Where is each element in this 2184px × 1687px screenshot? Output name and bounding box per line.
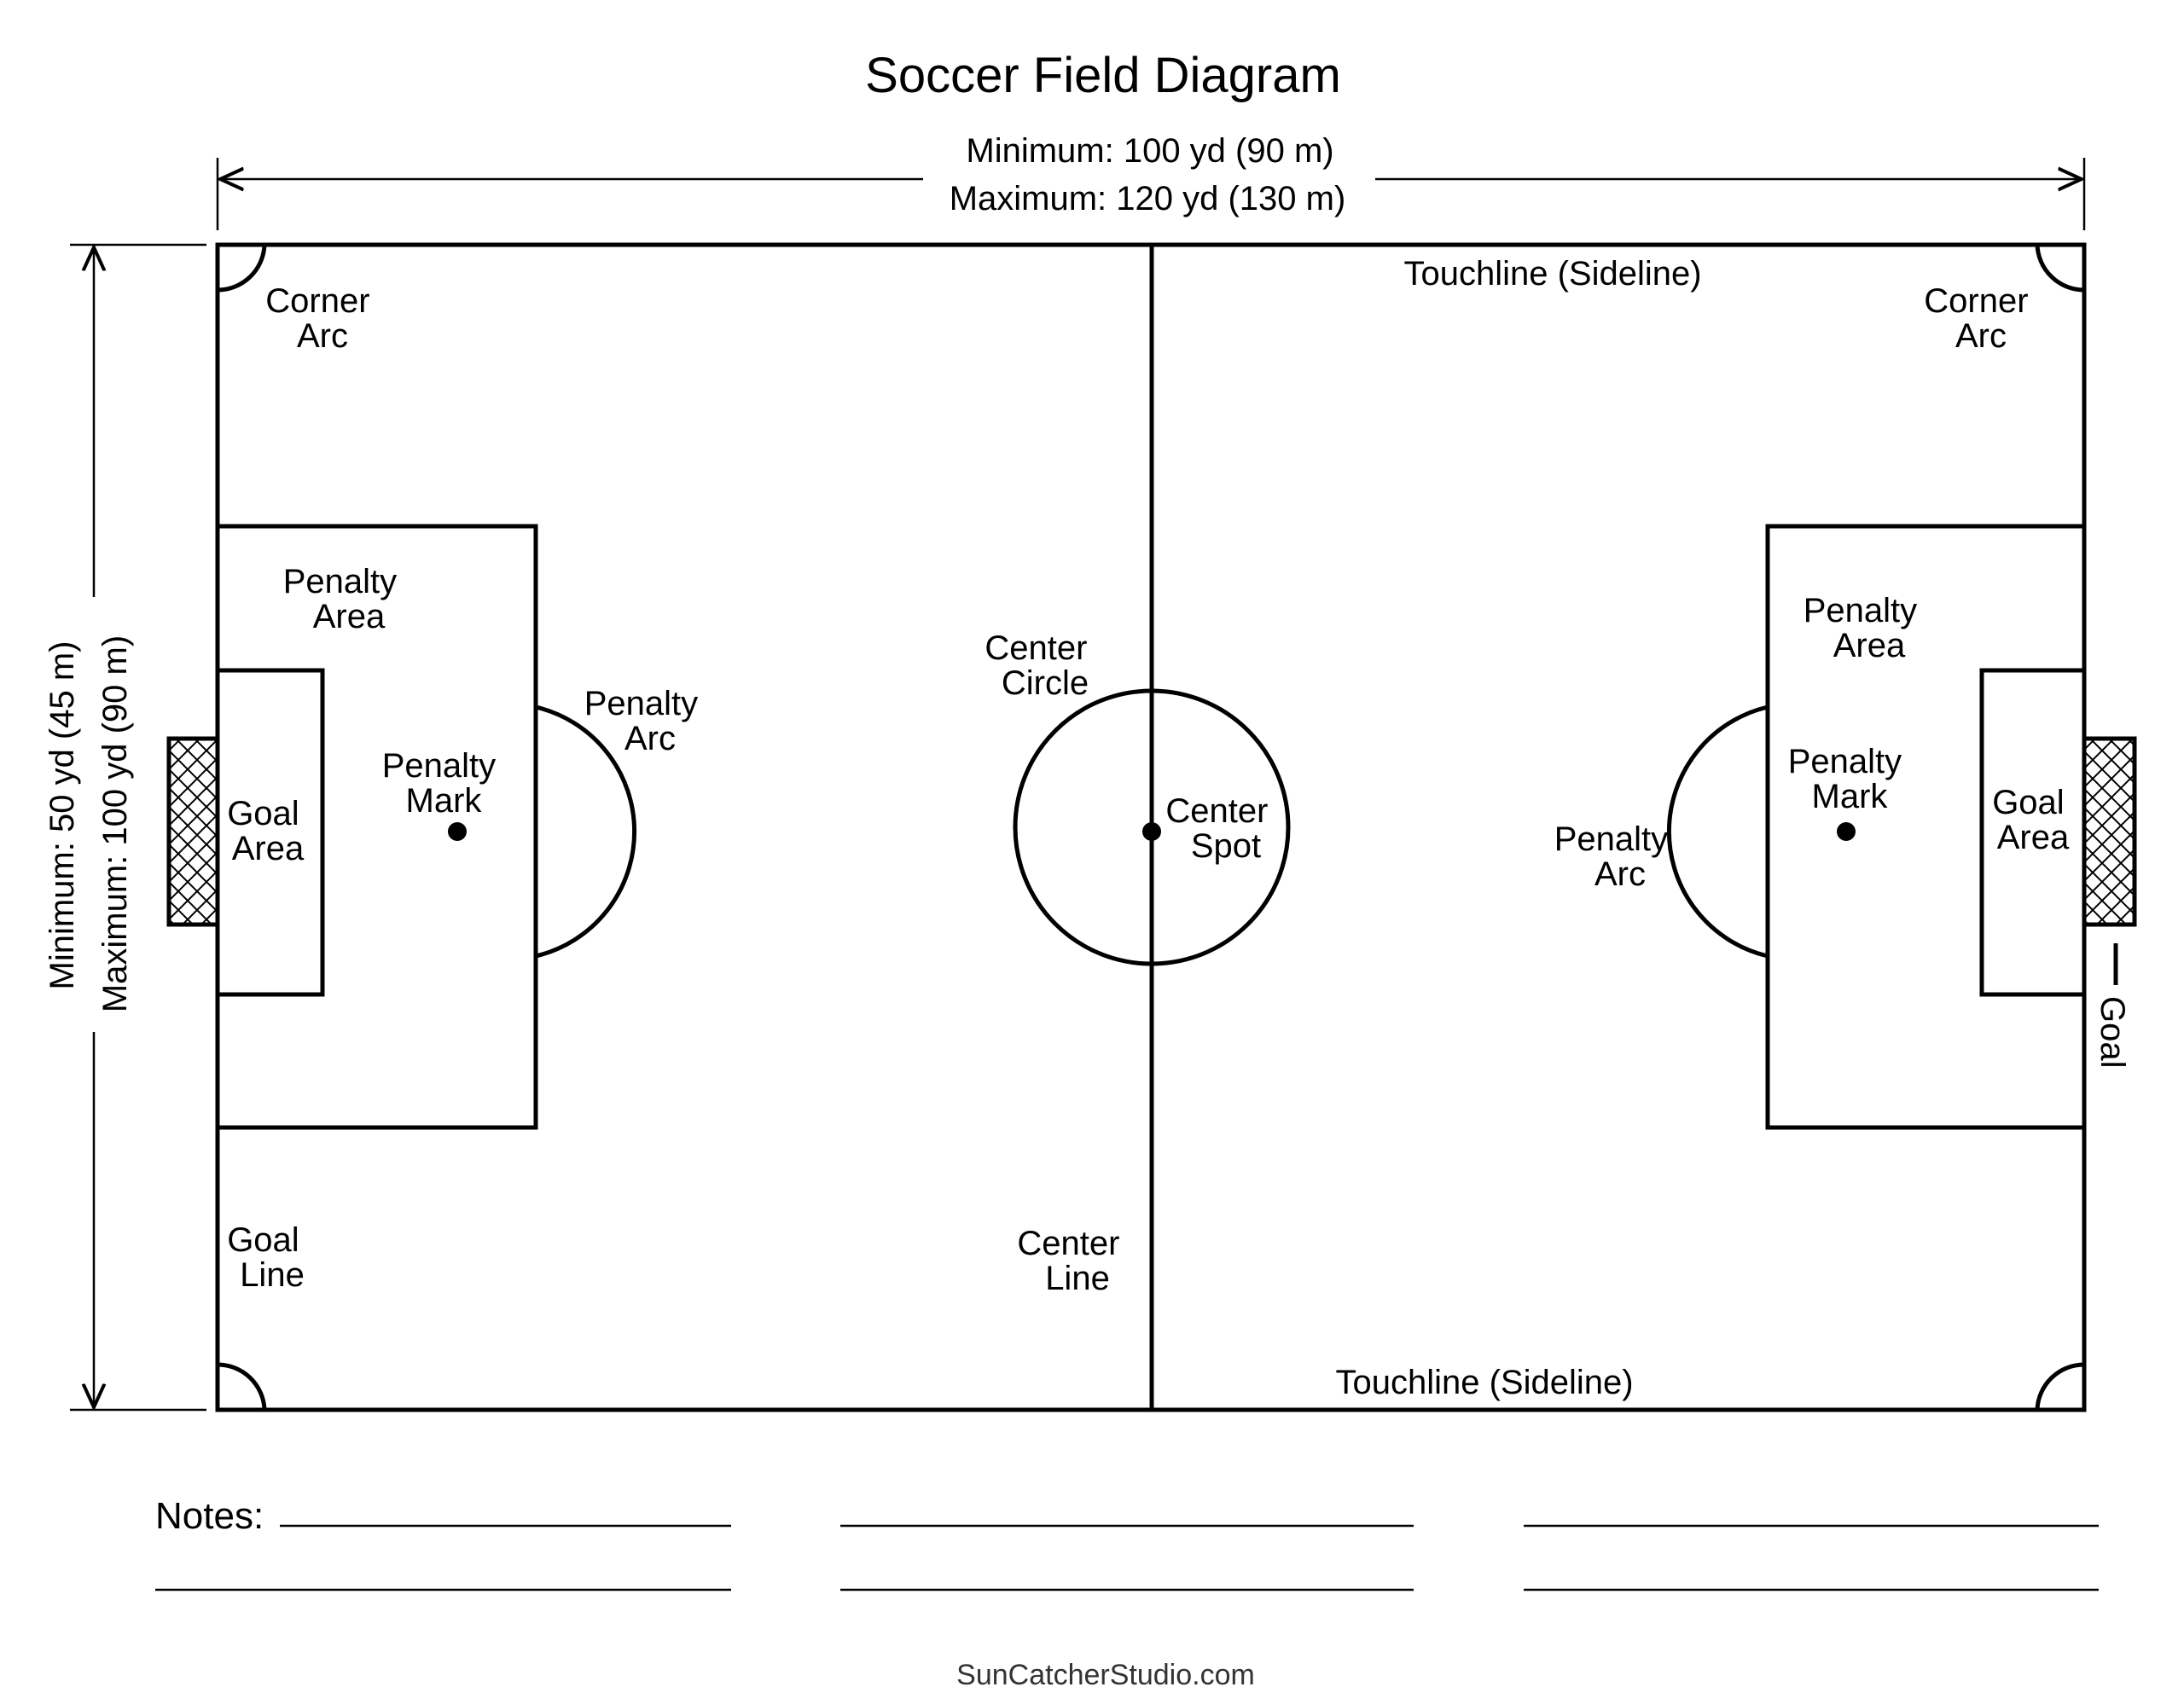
length-maximum: Maximum: 120 yd (130 m) [950, 180, 1346, 217]
width-maximum: Maximum: 100 yd (90 m) [96, 635, 134, 1012]
touchline-bottom-label: Touchline (Sideline) [1335, 1364, 1633, 1401]
penalty-area-right-label: Penalty Area [1804, 592, 1927, 664]
penalty-mark-left-label: Penalty Mark [382, 747, 506, 820]
penalty-mark-right-label: Penalty Mark [1788, 743, 1912, 815]
center-spot-label: Center Spot [1165, 792, 1277, 865]
penalty-mark-right [1837, 822, 1856, 841]
center-spot [1142, 822, 1161, 841]
length-minimum: Minimum: 100 yd (90 m) [966, 132, 1333, 170]
notes-label: Notes: [155, 1495, 264, 1537]
corner-arc-left-label: Corner Arc [265, 282, 379, 355]
penalty-area-left-label: Penalty Area [283, 563, 407, 635]
width-minimum: Minimum: 50 yd (45 m) [44, 641, 81, 990]
center-line-label: Center Line [1017, 1225, 1129, 1297]
penalty-arc-left [535, 704, 637, 959]
penalty-arc-right [1666, 704, 1769, 959]
goal-label: Goal [2094, 996, 2131, 1069]
corner-arc-right-label: Corner Arc [1924, 282, 2037, 355]
corner-arc-bottom-right [2035, 1362, 2085, 1411]
site-credit: SunCatcherStudio.com [956, 1659, 1255, 1687]
page-title: Soccer Field Diagram [865, 48, 1341, 103]
length-dimension: Minimum: 100 yd (90 m) Maximum: 120 yd (… [216, 132, 2086, 230]
penalty-arc-right-label: Penalty Arc [1554, 820, 1678, 893]
goal-area-right-label: Goal Area [1992, 784, 2074, 856]
width-dimension: Minimum: 50 yd (45 m) Maximum: 100 yd (9… [44, 243, 206, 1412]
goal-right [2082, 736, 2137, 927]
center-circle [1013, 688, 1291, 966]
touchline-top-label: Touchline (Sideline) [1403, 255, 1701, 293]
penalty-arc-left-label: Penalty Arc [584, 685, 708, 757]
penalty-mark-left [448, 822, 467, 841]
center-circle-label: Center Circle [985, 629, 1096, 702]
notes-lines [155, 1524, 2099, 1591]
corner-arc-top-left [217, 244, 267, 293]
goal-left [166, 736, 220, 927]
corner-arc-bottom-left [217, 1362, 267, 1411]
goal-line-label: Goal Line [227, 1221, 309, 1294]
goal-area-left-label: Goal Area [227, 795, 309, 867]
corner-arc-top-right [2035, 244, 2085, 293]
